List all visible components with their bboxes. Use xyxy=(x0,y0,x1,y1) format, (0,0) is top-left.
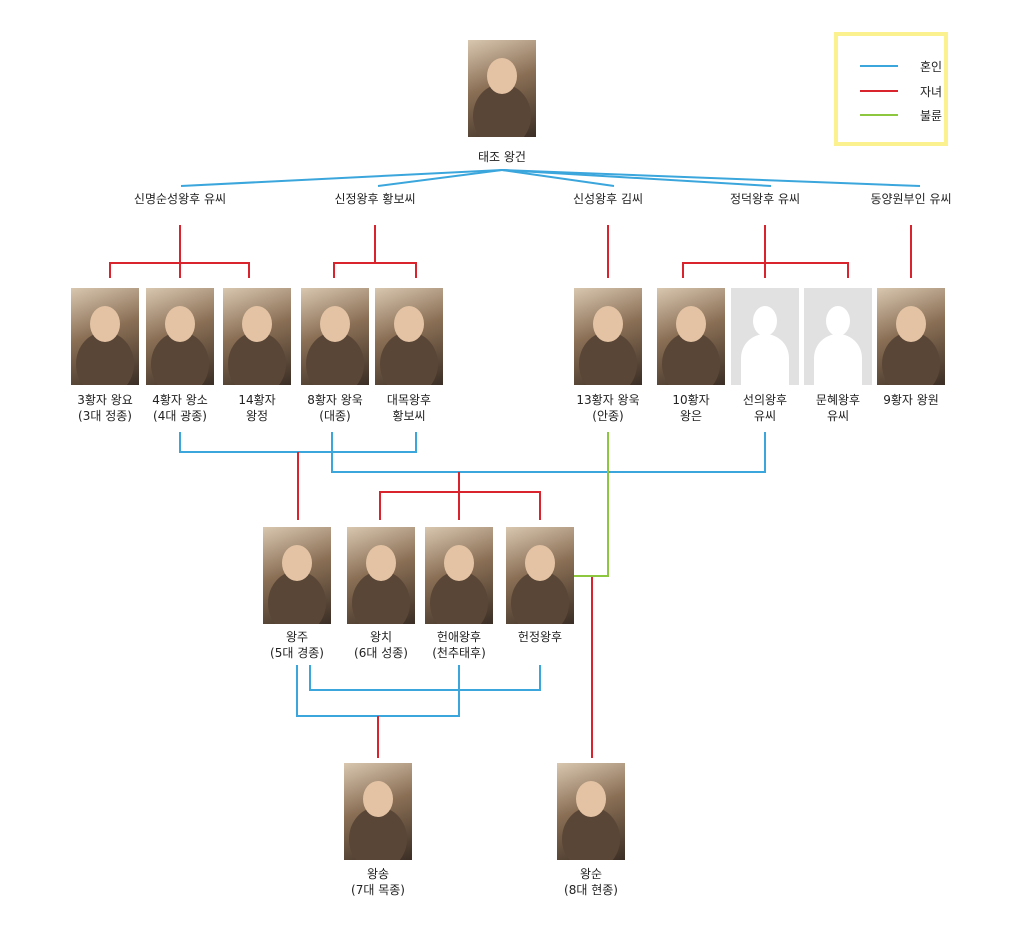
portrait xyxy=(574,288,642,385)
portrait xyxy=(557,763,625,860)
person-label-taejo: 태조 왕건 xyxy=(478,150,526,164)
portrait xyxy=(877,288,945,385)
portrait xyxy=(344,763,412,860)
legend-label: 자녀 xyxy=(920,84,943,99)
green-line-icon xyxy=(860,114,898,116)
portrait-taejo xyxy=(468,40,536,137)
legend-item-marriage: 혼인 xyxy=(860,58,942,74)
wife-label: 신정왕후 황보씨 xyxy=(334,192,416,206)
portrait xyxy=(657,288,725,385)
person-label: 13황자 왕욱(안종) xyxy=(576,393,640,423)
portrait xyxy=(146,288,214,385)
person-label: 8황자 왕욱(대종) xyxy=(307,393,363,423)
person-label: 왕순(8대 현종) xyxy=(564,867,618,897)
person-label: 4황자 왕소(4대 광종) xyxy=(152,393,208,423)
blank-silhouette-icon xyxy=(804,288,872,385)
person-label: 헌애왕후(천추태후) xyxy=(432,630,486,660)
person-label: 헌정왕후 xyxy=(517,630,563,644)
red-line-icon xyxy=(860,90,898,92)
portrait xyxy=(71,288,139,385)
person-label: 9황자 왕원 xyxy=(883,393,939,407)
person-label: 왕송(7대 목종) xyxy=(351,867,405,897)
wife-label: 정덕왕후 유씨 xyxy=(729,192,801,206)
legend-label: 불륜 xyxy=(920,108,943,123)
portrait xyxy=(425,527,493,624)
person-label: 3황자 왕요(3대 정종) xyxy=(77,393,133,423)
legend-label: 혼인 xyxy=(920,59,943,74)
blue-line-icon xyxy=(860,65,898,67)
portrait xyxy=(301,288,369,385)
portrait xyxy=(347,527,415,624)
wife-label: 동양원부인 유씨 xyxy=(870,192,952,206)
portrait xyxy=(223,288,291,385)
portrait xyxy=(263,527,331,624)
legend-item-child: 자녀 xyxy=(860,83,942,99)
legend-item-affair: 불륜 xyxy=(860,107,942,123)
affair-lines xyxy=(574,432,609,577)
portrait xyxy=(375,288,443,385)
portrait xyxy=(506,527,574,624)
person-label: 왕주(5대 경종) xyxy=(270,630,324,660)
blank-silhouette-icon xyxy=(731,288,799,385)
child-lines xyxy=(109,225,912,758)
person-label: 왕치(6대 성종) xyxy=(354,630,408,660)
wife-label: 신명순성왕후 유씨 xyxy=(133,192,227,206)
legend: 혼인 자녀 불륜 xyxy=(834,32,948,146)
wife-label: 신성왕후 김씨 xyxy=(572,192,644,206)
